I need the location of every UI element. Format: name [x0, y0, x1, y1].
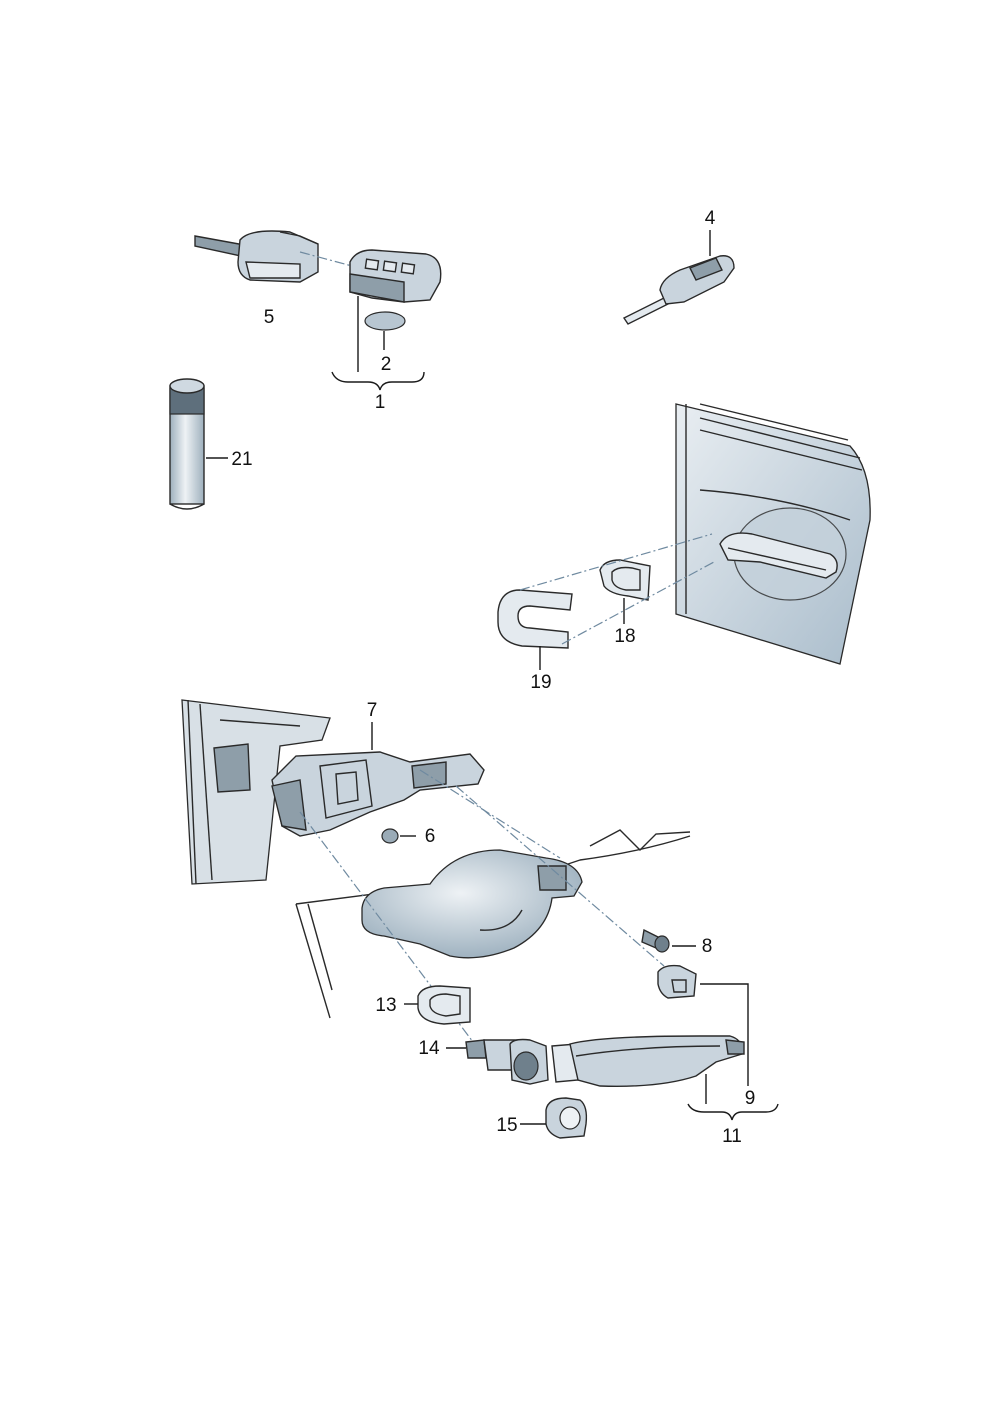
battery-part-2: [364, 311, 406, 331]
label-part-4: 4: [705, 208, 716, 229]
label-part-14: 14: [418, 1038, 440, 1059]
key-blank-part-5: [194, 230, 319, 283]
door-handle-part-11: [551, 1035, 745, 1087]
screw-part-8: [641, 928, 670, 953]
door-panel-illustration: [675, 403, 871, 665]
remote-key-housing-part-1: [349, 249, 442, 303]
label-part-9: 9: [745, 1088, 756, 1109]
label-part-2: 2: [381, 354, 392, 375]
door-frame-illustration: [181, 699, 331, 885]
handle-recess-shell: [295, 829, 691, 1019]
cover-cap-part-15: [545, 1097, 588, 1139]
gasket-part-18: [599, 559, 651, 601]
label-part-8: 8: [702, 936, 713, 957]
assembly-line-5-1: [299, 251, 353, 267]
handle-carrier-part-7: [271, 751, 485, 837]
lock-cylinder-part-14: [465, 1038, 549, 1085]
folding-key-part-4: [622, 255, 735, 325]
label-part-1: 1: [375, 392, 386, 413]
label-part-15: 15: [496, 1115, 517, 1136]
label-part-11: 11: [722, 1126, 742, 1147]
label-part-19: 19: [530, 672, 551, 693]
label-part-13: 13: [375, 995, 396, 1016]
label-part-18: 18: [614, 626, 635, 647]
nut-part-6: [381, 828, 399, 844]
grease-tube-part-21: [169, 378, 205, 510]
label-part-7: 7: [367, 700, 378, 721]
cap-part-9: [657, 964, 697, 999]
brace-part-11: [687, 1103, 779, 1121]
gasket-part-19: [497, 589, 573, 649]
gasket-part-13: [417, 985, 471, 1025]
label-part-6: 6: [425, 826, 436, 847]
label-part-5: 5: [264, 307, 275, 328]
label-part-21: 21: [231, 449, 252, 470]
brace-part-1: [331, 371, 425, 391]
